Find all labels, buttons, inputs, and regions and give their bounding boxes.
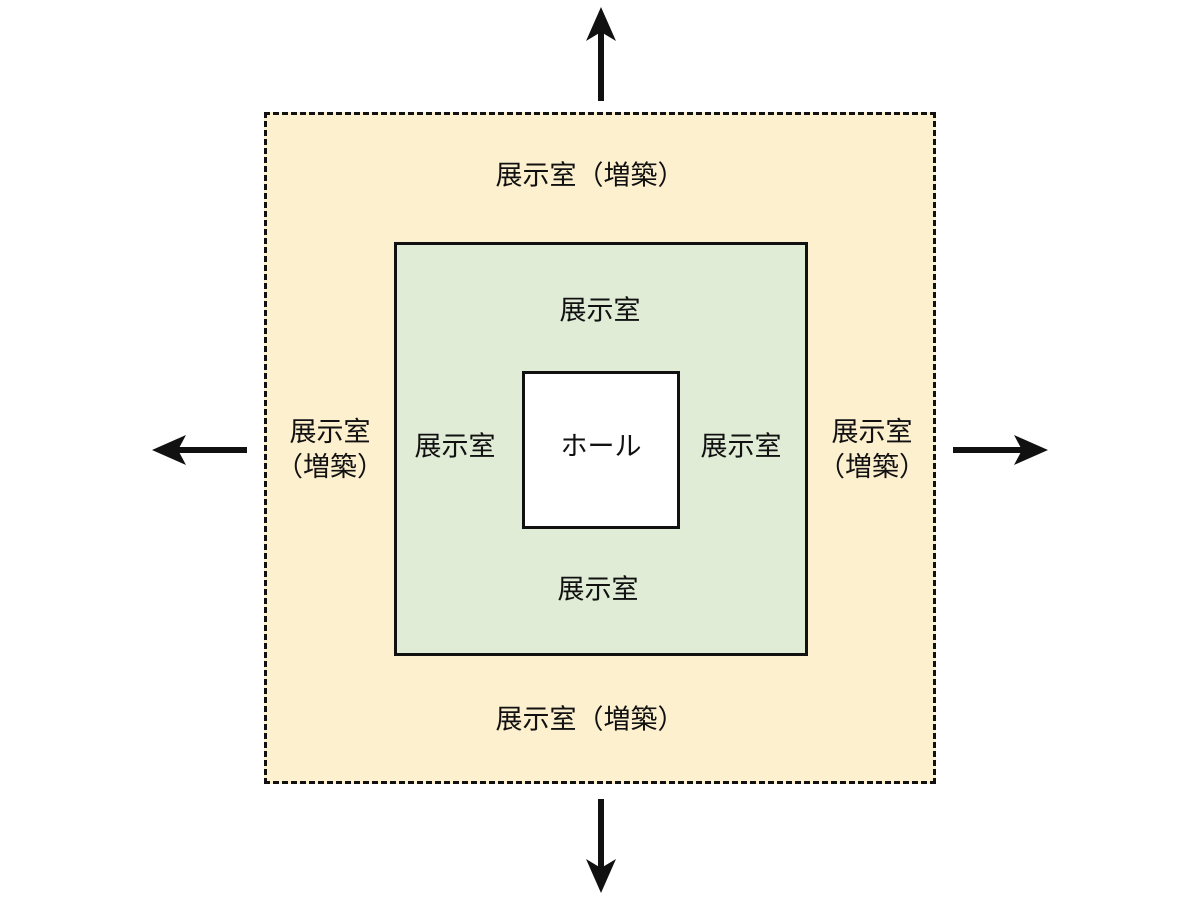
hall-label: ホール xyxy=(560,431,642,463)
arrow-left-icon xyxy=(152,435,247,465)
extension-left-line2: （増築） xyxy=(276,452,384,483)
room-bottom-label: 展示室 xyxy=(557,574,639,606)
arrow-right-icon xyxy=(953,435,1048,465)
extension-right-label: 展示室 （増築） xyxy=(818,415,926,485)
extension-bottom-label: 展示室（増築） xyxy=(495,704,685,736)
extension-right-line2: （増築） xyxy=(818,452,926,483)
extension-left-label: 展示室 （増築） xyxy=(276,415,384,485)
extension-left-line1: 展示室 xyxy=(289,416,371,448)
extension-right-line1: 展示室 xyxy=(831,416,913,448)
room-left-label: 展示室 xyxy=(414,431,496,463)
arrow-up-icon xyxy=(586,7,616,101)
arrow-down-icon xyxy=(586,799,616,893)
room-top-label: 展示室 xyxy=(559,295,641,327)
extension-top-label: 展示室（増築） xyxy=(495,160,685,192)
room-right-label: 展示室 xyxy=(700,431,782,463)
hall-area xyxy=(522,371,680,529)
